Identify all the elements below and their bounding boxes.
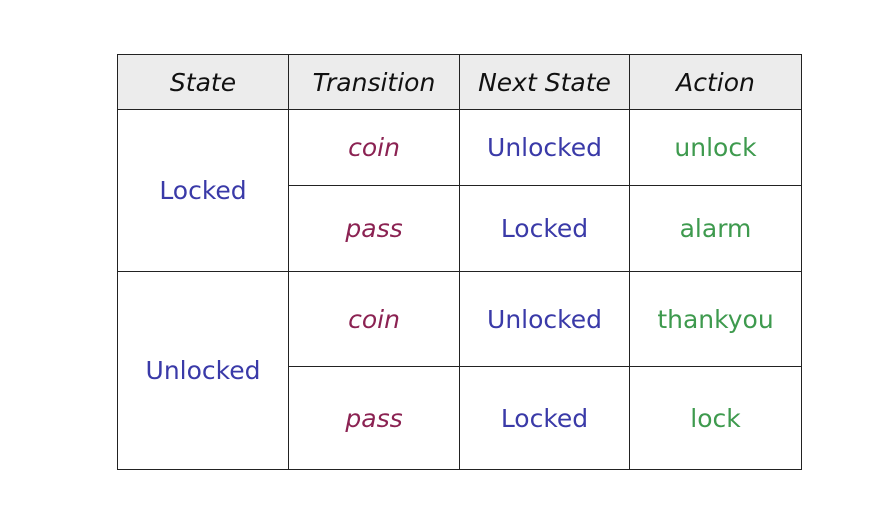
header-transition: Transition (288, 54, 460, 110)
action-cell: thankyou (629, 271, 802, 367)
transition-cell: coin (288, 271, 460, 367)
next-state-cell: Unlocked (459, 271, 630, 367)
action-cell: alarm (629, 185, 802, 272)
transition-cell: pass (288, 185, 460, 272)
action-cell: lock (629, 366, 802, 470)
next-state-cell: Unlocked (459, 109, 630, 186)
next-state-cell: Locked (459, 366, 630, 470)
table-row: pass Locked lock (118, 366, 802, 470)
header-state: State (117, 54, 289, 110)
header-row: State Transition Next State Action (117, 54, 802, 110)
transition-cell: pass (288, 366, 460, 470)
table-row: pass Locked alarm (118, 185, 802, 272)
next-state-cell: Locked (459, 185, 630, 272)
table-row: Unlocked coin Unlocked thankyou (117, 271, 802, 470)
table-row: Locked coin Unlocked unlock (117, 109, 802, 272)
state-transition-table: State Transition Next State Action Locke… (117, 54, 802, 470)
header-next-state: Next State (459, 54, 630, 110)
transition-cell: coin (288, 109, 460, 186)
header-action: Action (629, 54, 802, 110)
state-cell: Locked (117, 109, 289, 272)
action-cell: unlock (629, 109, 802, 186)
state-cell: Unlocked (117, 271, 289, 470)
